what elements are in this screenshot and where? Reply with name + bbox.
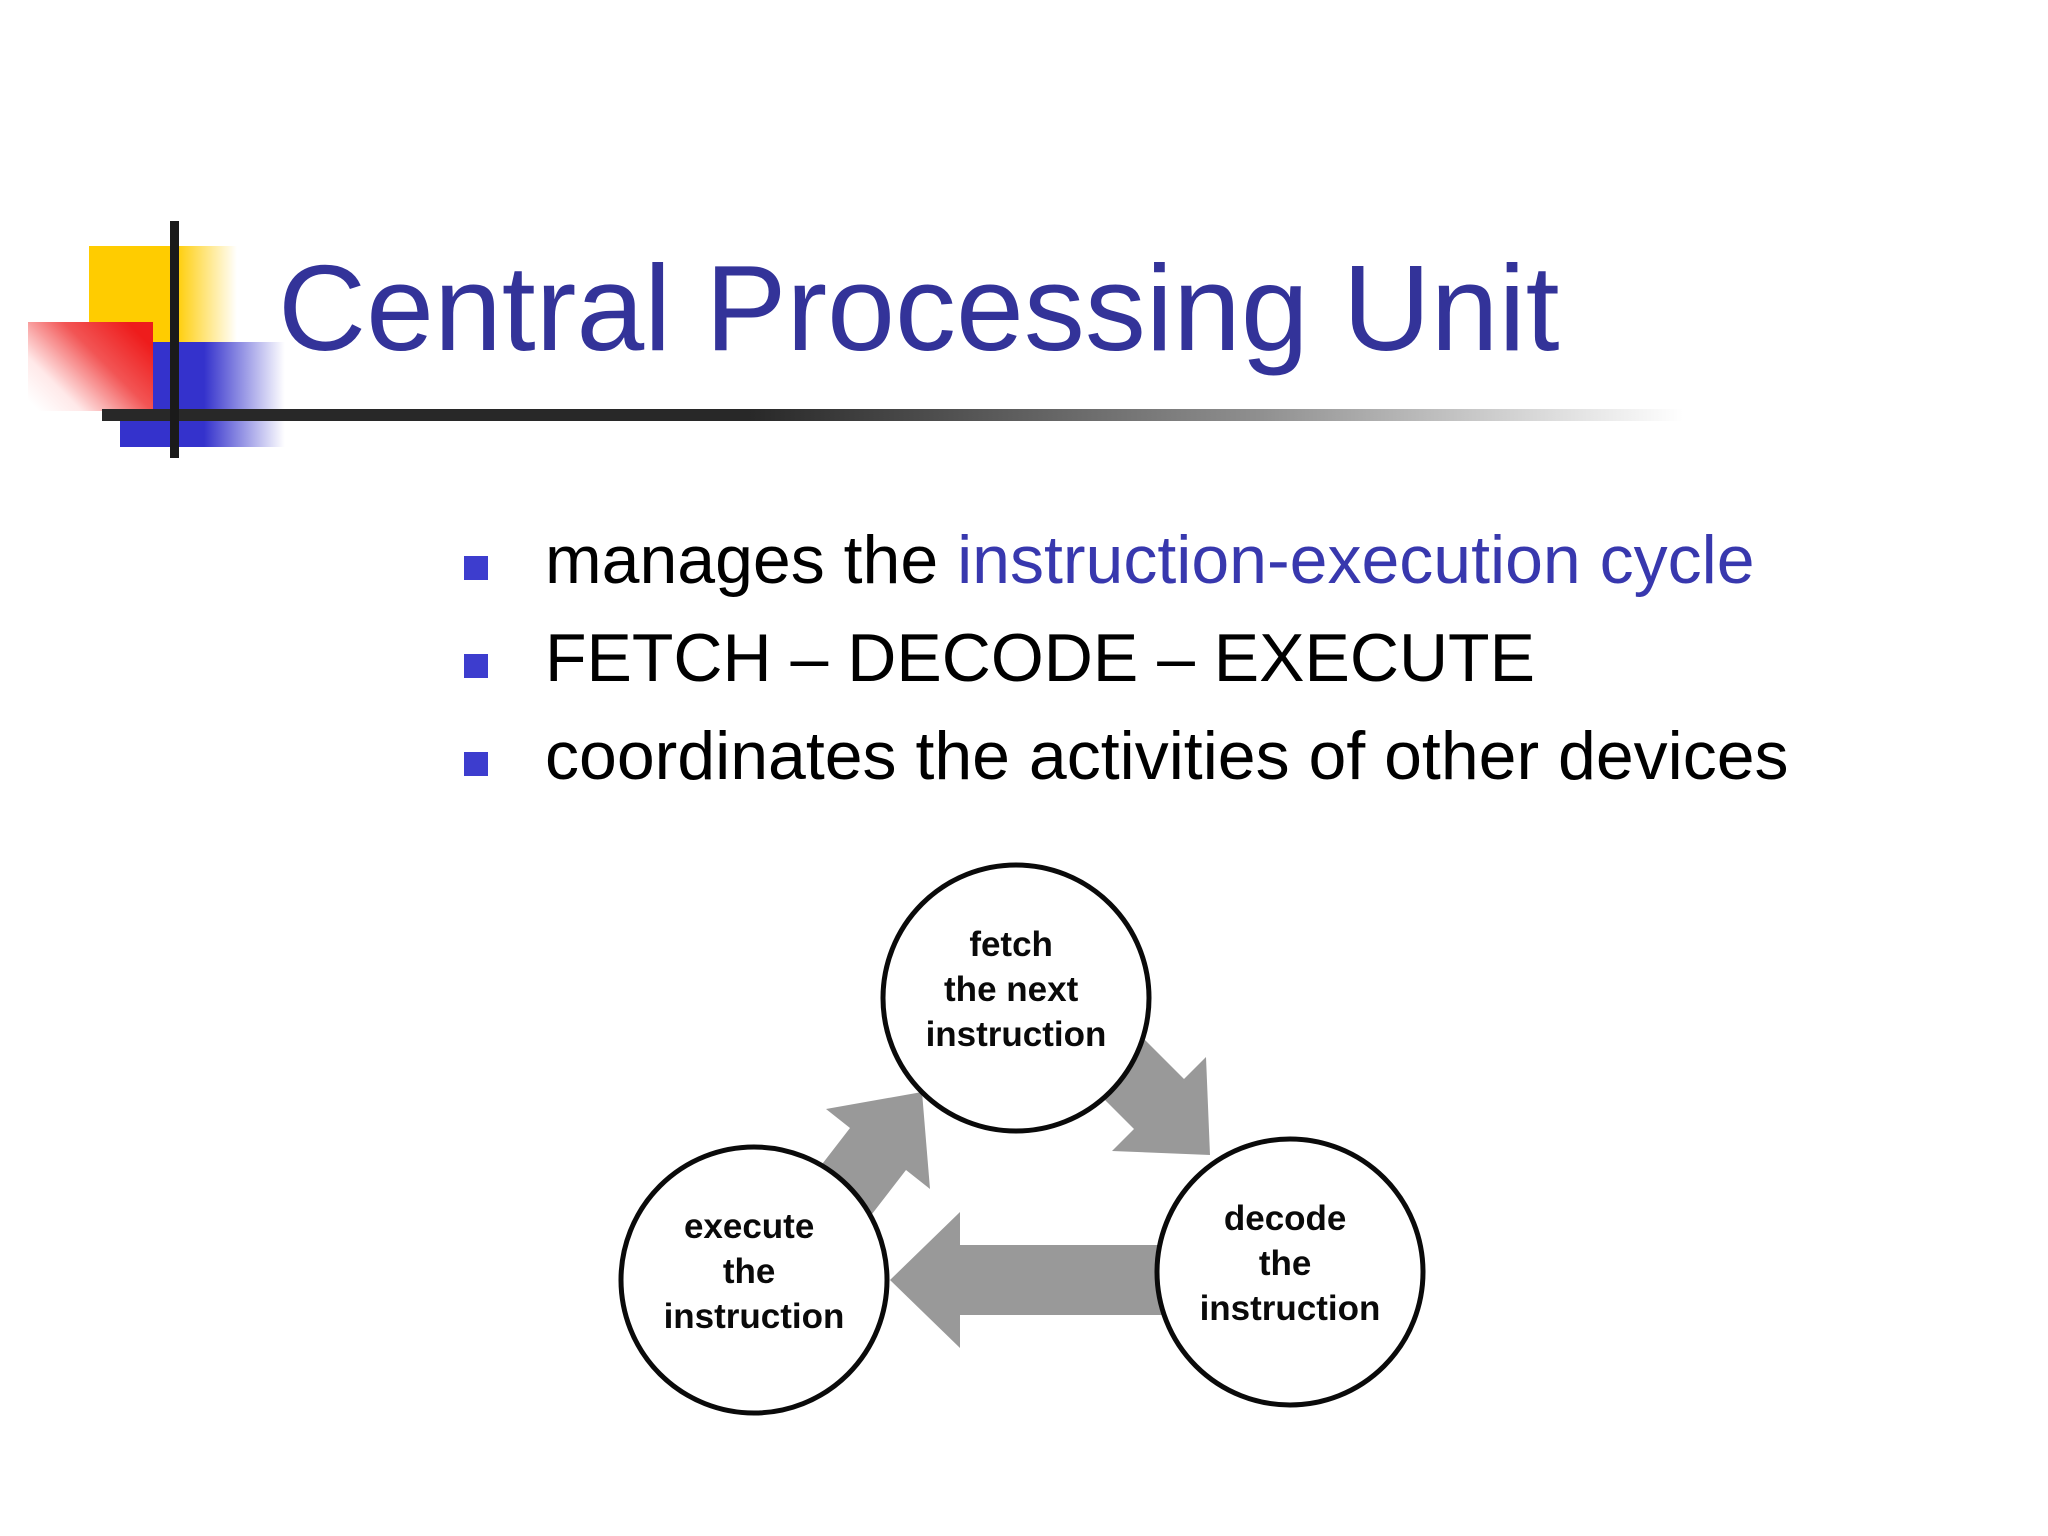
bullet-text: FETCH – DECODE – EXECUTE xyxy=(545,609,1535,707)
bullet-text-plain: FETCH – DECODE – EXECUTE xyxy=(545,620,1535,696)
bullet-text: manages the instruction-execution cycle xyxy=(545,511,1755,609)
fetch-label-line: the next xyxy=(944,970,1079,1009)
decode-circle xyxy=(1154,1136,1426,1408)
bullet-item: manages the instruction-execution cycle xyxy=(464,511,1789,609)
title-underline xyxy=(102,409,1802,421)
decode-label-line: decode xyxy=(1224,1199,1347,1238)
node-execute: execute the instruction xyxy=(618,1144,890,1416)
fetch-label-line: instruction xyxy=(926,1015,1107,1054)
arrow-decode-to-execute xyxy=(890,1212,1180,1348)
execute-label: execute the instruction xyxy=(664,1207,845,1336)
bullet-item: coordinates the activities of other devi… xyxy=(464,707,1789,805)
bullet-list: manages the instruction-execution cycle … xyxy=(464,511,1789,805)
bullet-item: FETCH – DECODE – EXECUTE xyxy=(464,609,1789,707)
node-fetch: fetch the next instruction xyxy=(880,862,1152,1134)
bullet-marker-icon xyxy=(464,654,488,678)
execute-circle xyxy=(618,1144,890,1416)
decode-label-line: the xyxy=(1259,1244,1312,1283)
bullet-marker-icon xyxy=(464,556,488,580)
bullet-text-plain: manages the xyxy=(545,522,958,598)
cycle-diagram: fetch the next instruction decode the in… xyxy=(618,862,1426,1416)
arrow-fetch-to-decode xyxy=(1055,1000,1210,1155)
execute-label-line: execute xyxy=(684,1207,814,1246)
execute-label-line: instruction xyxy=(664,1297,845,1336)
fetch-label-line: fetch xyxy=(969,925,1053,964)
bullet-text-plain: coordinates the activities of other devi… xyxy=(545,718,1789,794)
slide-title: Central Processing Unit xyxy=(278,240,1560,376)
decoration-red-square xyxy=(28,322,153,411)
fetch-label: fetch the next instruction xyxy=(926,925,1107,1054)
crosshair-vertical-line xyxy=(170,221,179,458)
fetch-circle xyxy=(880,862,1152,1134)
execute-label-line: the xyxy=(723,1252,776,1291)
node-decode: decode the instruction xyxy=(1154,1136,1426,1408)
decode-label-line: instruction xyxy=(1200,1289,1381,1328)
bullet-text-highlight: instruction-execution cycle xyxy=(957,522,1755,598)
bullet-marker-icon xyxy=(464,752,488,776)
bullet-text: coordinates the activities of other devi… xyxy=(545,707,1789,805)
decode-label: decode the instruction xyxy=(1200,1199,1381,1328)
